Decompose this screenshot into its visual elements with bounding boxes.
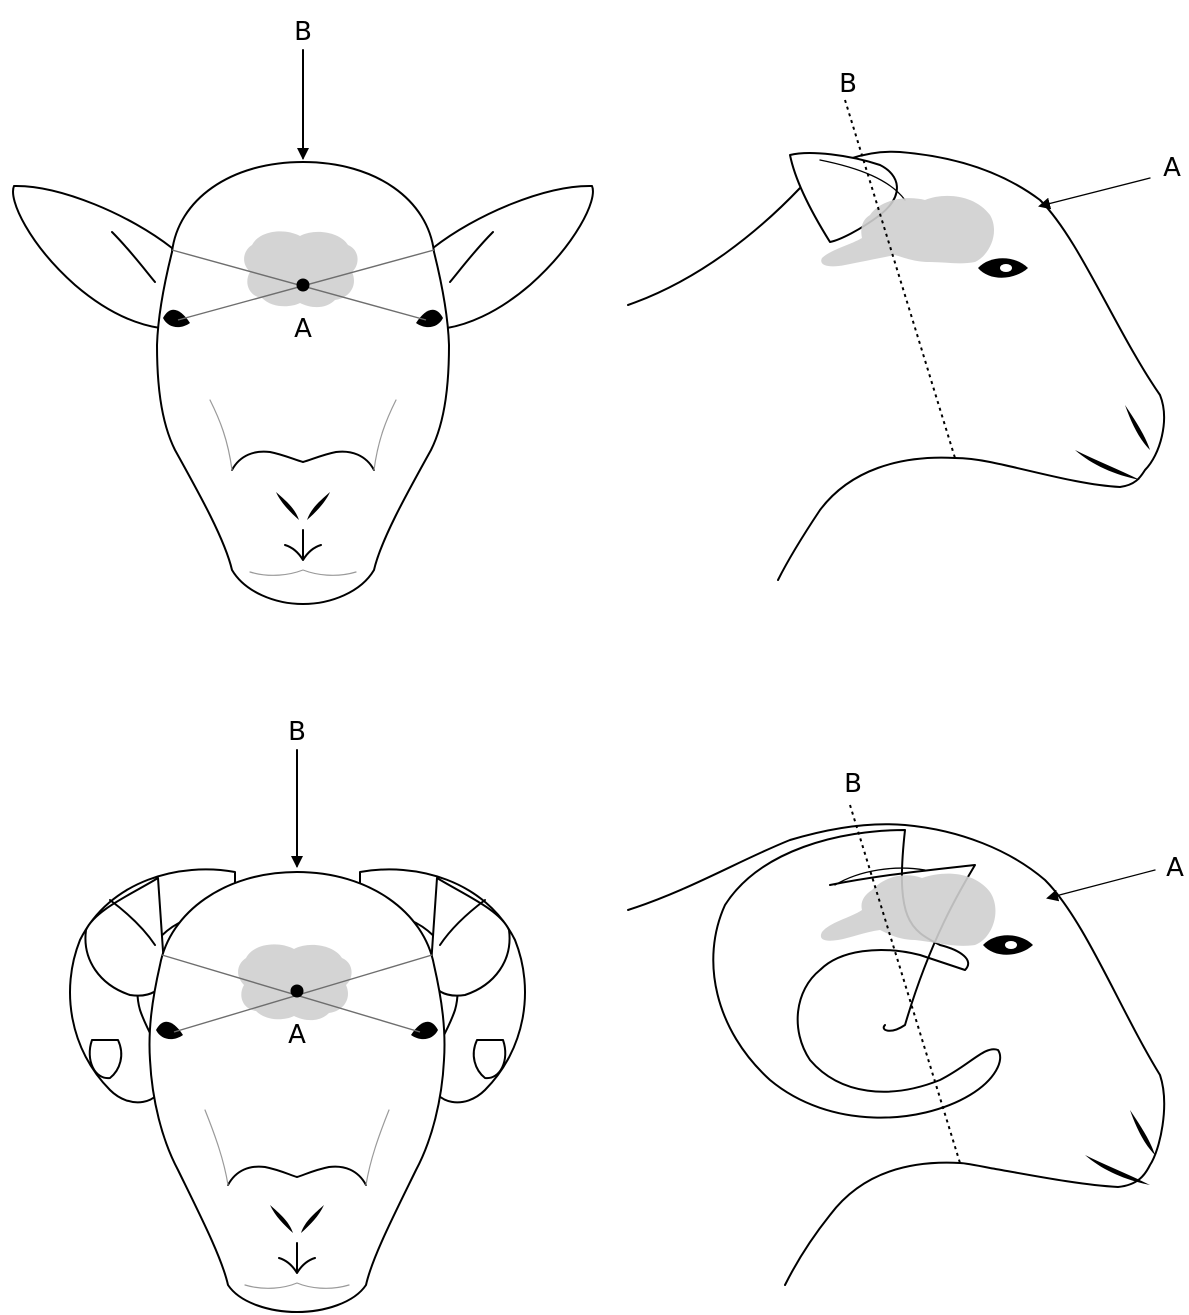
- mouth-mark: [1085, 1155, 1150, 1185]
- neck-outline: [778, 458, 955, 580]
- left-ear: [13, 186, 173, 328]
- eye-highlight: [1005, 941, 1017, 949]
- arrow-icon: [1048, 870, 1155, 898]
- mouth-mark: [1125, 405, 1150, 450]
- eye-highlight: [1000, 264, 1012, 272]
- dotted-line: [845, 100, 955, 458]
- neck-outline: [785, 1163, 960, 1285]
- stun-point-a: [291, 985, 304, 998]
- stun-point-a: [297, 279, 310, 292]
- label-a: A: [294, 314, 312, 344]
- horn-spiral: [713, 830, 1000, 1118]
- mouth-mark: [1130, 1110, 1155, 1155]
- polled-sheep-front-view: B A: [13, 17, 593, 604]
- right-ear: [432, 186, 593, 328]
- label-a: A: [1163, 153, 1181, 183]
- label-b: B: [839, 69, 857, 99]
- label-a: A: [1166, 853, 1184, 883]
- label-b: B: [294, 17, 312, 47]
- label-a: A: [288, 1020, 306, 1050]
- arrow-icon: [1040, 178, 1150, 206]
- horned-sheep-side-view: B A: [628, 769, 1184, 1285]
- horned-sheep-front-view: B A: [70, 717, 525, 1312]
- label-b: B: [844, 769, 862, 799]
- polled-sheep-side-view: B A: [628, 69, 1181, 580]
- mouth-mark: [1075, 450, 1140, 480]
- label-b: B: [288, 717, 306, 747]
